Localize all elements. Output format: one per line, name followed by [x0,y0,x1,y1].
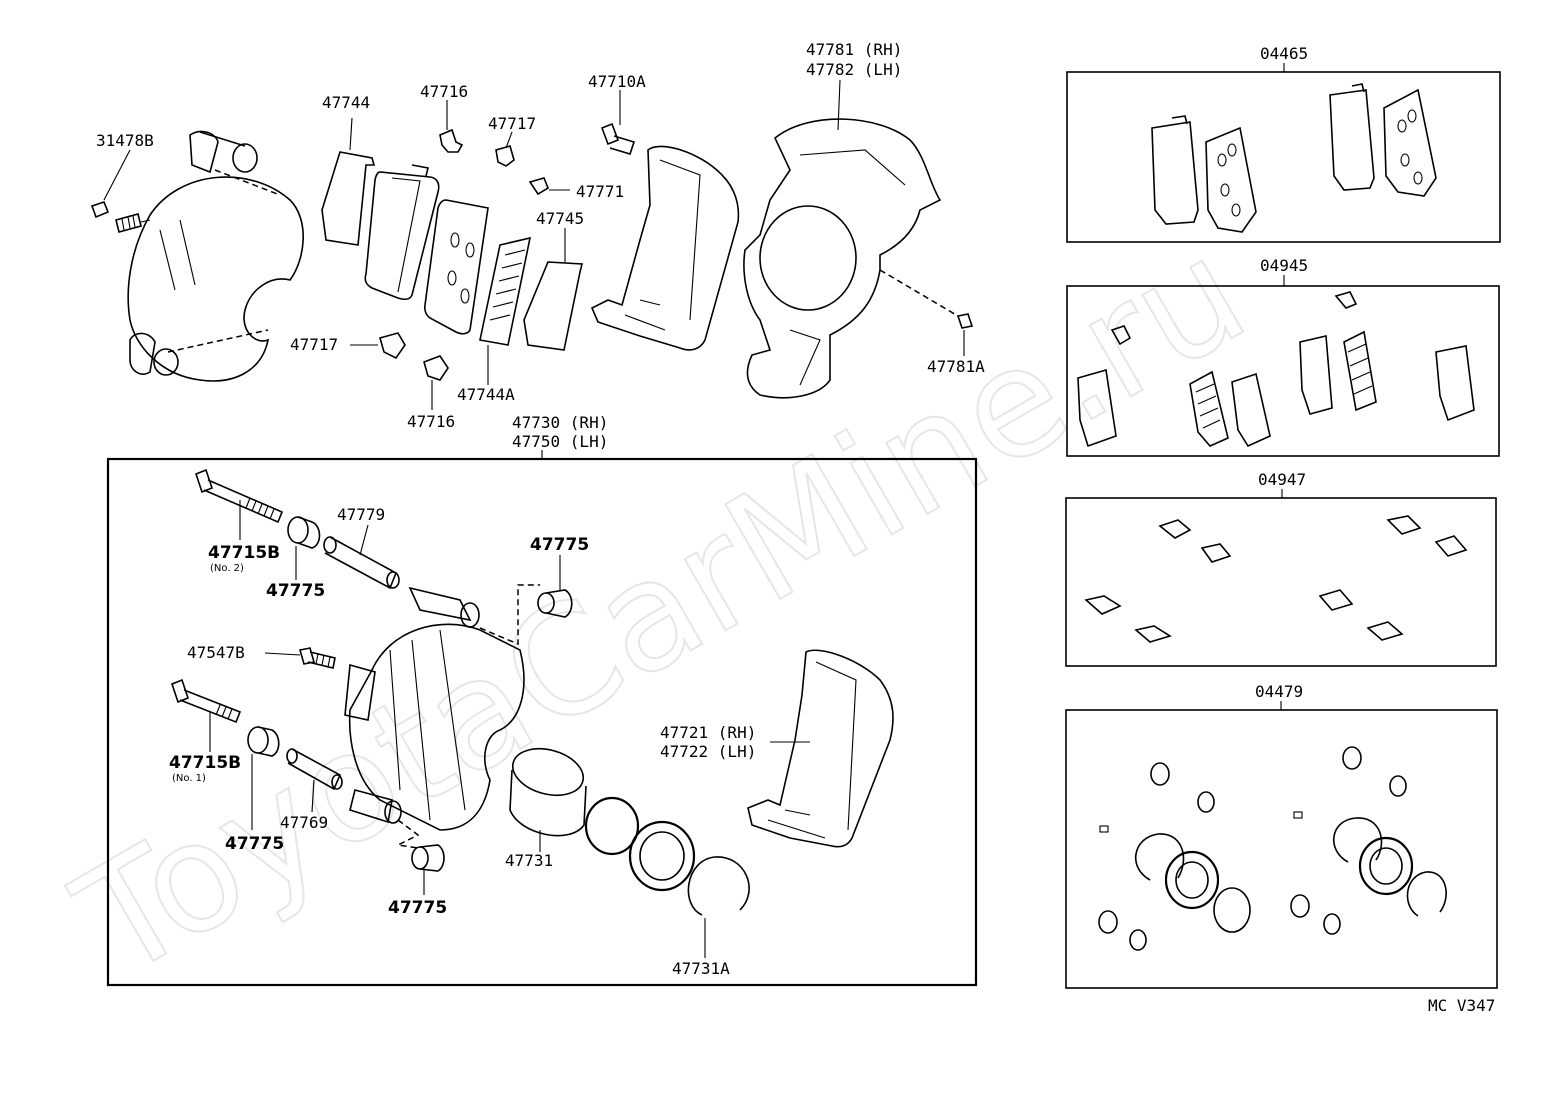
label-47779: 47779 [337,505,385,524]
pin-47779-drawing [323,536,400,590]
label-47715B-no1-sub: (No. 1) [172,773,206,784]
anti-squeal-shim-drawing [479,236,532,346]
label-47710A: 47710A [588,72,646,91]
kit-04465-box: 04465 [1066,44,1501,243]
label-47781-rh: 47781 (RH) [806,40,902,59]
piston-drawing [509,747,587,837]
label-47715B-no2-sub: (No. 2) [210,563,244,574]
kit-04945-label: 04945 [1260,256,1308,275]
label-47717-bottom: 47717 [290,335,338,354]
caliper-assembly-box: 47715B (No. 2) 47775 47779 47775 47547B … [106,457,978,987]
kit-04947-box: 04947 [1065,470,1497,667]
label-47775-c: 47775 [225,834,284,854]
label-31478B: 31478B [96,131,154,150]
kit-04479-box: 04479 [1065,682,1498,989]
clip-47717-bottom-drawing [379,332,406,360]
bolt-no1-drawing [171,678,242,724]
label-47782-lh: 47782 (LH) [806,60,902,79]
label-47716-top: 47716 [420,82,468,101]
label-47781A: 47781A [927,357,985,376]
label-47769: 47769 [280,813,328,832]
piston-seal-drawing [584,796,640,856]
outer-pad-drawing [364,164,440,301]
caliper-cylinder-drawing [344,584,540,849]
drawing-code: MC V347 [1428,996,1495,1015]
label-47775-b: 47775 [530,535,589,555]
bushing-b-drawing [537,589,573,618]
label-47775-a: 47775 [266,581,325,601]
label-47771: 47771 [576,182,624,201]
clip-47716-bottom-drawing [423,355,449,381]
label-47731A: 47731A [672,959,730,978]
bolt-47710A-drawing [600,122,636,155]
upper-exploded-view: 31478B 47744 47716 47717 47710A 47781 (R… [90,40,985,460]
bushing-d-drawing [411,844,445,872]
clip-47771-drawing [528,177,549,196]
label-47716-bottom: 47716 [407,412,455,431]
label-47744A: 47744A [457,385,515,404]
label-47745: 47745 [536,209,584,228]
kit-04465-label: 04465 [1260,44,1308,63]
kit-04947-label: 04947 [1258,470,1306,489]
torque-plate-drawing [747,649,894,848]
label-47775-d: 47775 [388,898,447,918]
bushing-a-drawing [287,516,321,549]
label-caliper-rh: 47730 (RH) [512,413,608,432]
label-47715B-no1: 47715B [169,753,241,773]
label-47722-lh: 47722 (LH) [660,742,756,761]
kit-04945-box: 04945 [1066,256,1500,457]
label-47744: 47744 [322,93,370,112]
leader-lines-box [209,500,810,958]
bushing-c-drawing [247,726,280,757]
kit-04479-label: 04479 [1255,682,1303,701]
label-47717-top: 47717 [488,114,536,133]
bolt-no2-drawing [195,468,284,524]
label-47547B: 47547B [187,643,245,662]
label-caliper-lh: 47750 (LH) [512,432,608,451]
piston-boot-drawing [628,820,696,892]
label-47721-rh: 47721 (RH) [660,723,756,742]
leader-lines-upper [103,79,965,460]
shim-47744-drawing [321,151,376,246]
clip-47717-top-drawing [495,145,515,167]
set-ring-drawing [687,856,750,916]
mounting-bracket-drawing [590,145,740,351]
clip-47716-top-drawing [439,128,464,153]
label-47715B-no2: 47715B [208,543,280,563]
pin-47769-drawing [286,748,343,791]
dust-cover-drawing [743,118,974,399]
inner-pad-drawing [423,199,489,335]
label-47731: 47731 [505,851,553,870]
cylinder-body-drawing [90,130,304,382]
bleeder-47547B-drawing [298,647,336,669]
shim-47745-drawing [523,261,584,351]
